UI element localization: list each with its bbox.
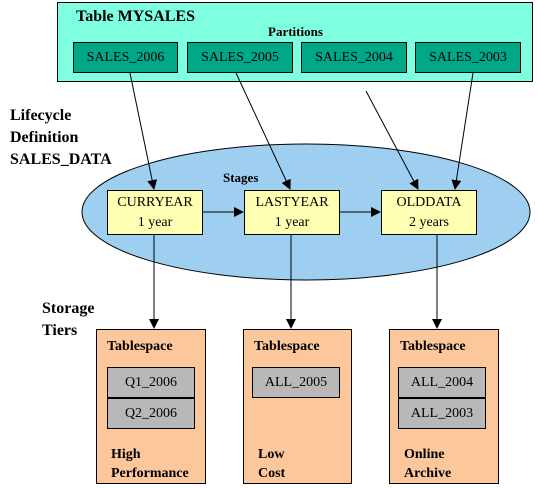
tier-label-line2: Archive: [404, 466, 452, 481]
tier-online-archive: Tablespace ALL_2004 ALL_2003 Online Arch…: [389, 329, 499, 484]
tablespace-q2-2006: Q2_2006: [107, 398, 195, 429]
arrow-sales2004-to-olddata: [365, 90, 419, 190]
lifecycle-heading: Lifecycle Definition SALES_DATA: [10, 105, 112, 171]
tier-high-performance: Tablespace Q1_2006 Q2_2006 High Performa…: [96, 329, 206, 484]
tablespace-all-2004: ALL_2004: [398, 367, 486, 398]
tier-label: Low Cost: [258, 445, 285, 483]
table-title: Table MYSALES: [76, 8, 195, 25]
tablespace-q1-2006: Q1_2006: [107, 367, 195, 398]
stage-duration: 1 year: [274, 215, 310, 230]
lifecycle-heading-line2: Definition: [10, 129, 79, 146]
tier-label-line1: Online: [404, 447, 445, 462]
stage-lastyear: LASTYEAR 1 year: [244, 190, 340, 235]
tier-title: Tablespace: [254, 339, 320, 354]
partition-sales-2005: SALES_2005: [187, 42, 293, 73]
tablespace-all-2003: ALL_2003: [398, 398, 486, 429]
arrow-sales2005-to-lastyear: [235, 72, 291, 190]
arrow-sales2006-to-curryear: [129, 72, 158, 190]
tier-label: Online Archive: [404, 445, 451, 483]
storage-heading-line2: Tiers: [42, 322, 78, 339]
stage-duration: 2 years: [408, 215, 450, 230]
partition-sales-2004: SALES_2004: [301, 42, 407, 73]
stages-label: Stages: [223, 170, 259, 185]
tier-label-line2: Cost: [258, 466, 286, 481]
tier-title: Tablespace: [107, 339, 173, 354]
lifecycle-heading-line1: Lifecycle: [10, 107, 72, 124]
stage-name: LASTYEAR: [255, 195, 329, 210]
stage-name: OLDDATA: [396, 195, 462, 210]
partitions-label: Partitions: [268, 24, 323, 39]
tablespace-all-2005: ALL_2005: [252, 367, 340, 398]
partition-sales-2003: SALES_2003: [415, 42, 521, 73]
tier-label-line1: Low: [258, 447, 285, 462]
tier-title: Tablespace: [400, 339, 466, 354]
stage-name: CURRYEAR: [117, 195, 193, 210]
stage-duration: 1 year: [137, 215, 173, 230]
tier-label: High Performance: [111, 445, 189, 483]
stage-olddata: OLDDATA 2 years: [381, 190, 477, 235]
arrow-sales2003-to-olddata: [451, 72, 474, 190]
tier-label-line1: High: [111, 447, 141, 462]
tier-label-line2: Performance: [111, 466, 189, 481]
lifecycle-heading-line3: SALES_DATA: [10, 151, 112, 168]
storage-heading: Storage Tiers: [42, 298, 94, 342]
partition-sales-2006: SALES_2006: [73, 42, 178, 73]
storage-heading-line1: Storage: [42, 300, 95, 317]
tier-low-cost: Tablespace ALL_2005 Low Cost: [243, 329, 352, 484]
stage-curryear: CURRYEAR 1 year: [107, 190, 203, 235]
